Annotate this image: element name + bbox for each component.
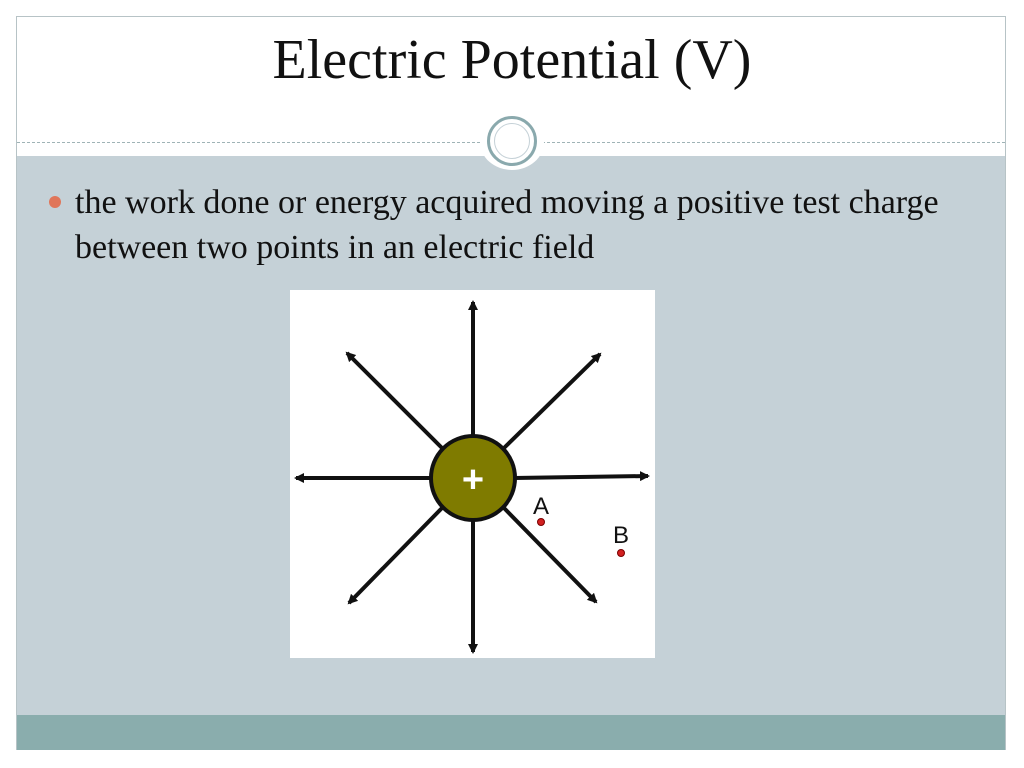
- positive-charge: [429, 434, 517, 522]
- point-a: [537, 518, 545, 526]
- point-a-label: A: [533, 493, 549, 520]
- electric-field-diagram: + A B: [290, 290, 655, 658]
- point-b-label: B: [613, 522, 629, 549]
- bullet-text: the work done or energy acquired moving …: [75, 184, 939, 266]
- field-arrow-down-left: [347, 506, 444, 605]
- field-lines-svg: + A B: [294, 300, 650, 654]
- field-arrow-down-right: [502, 506, 598, 604]
- divider-inner-circle: [494, 123, 530, 159]
- footer-bar: [17, 715, 1005, 750]
- field-arrow-right: [513, 471, 650, 482]
- field-arrow-up-left: [345, 351, 444, 450]
- point-b: [617, 549, 625, 557]
- slide-title: Electric Potential (V): [272, 29, 752, 91]
- charge-symbol: +: [462, 459, 484, 501]
- bullet-dot-icon: [49, 196, 61, 208]
- field-arrow-up-right: [502, 352, 602, 450]
